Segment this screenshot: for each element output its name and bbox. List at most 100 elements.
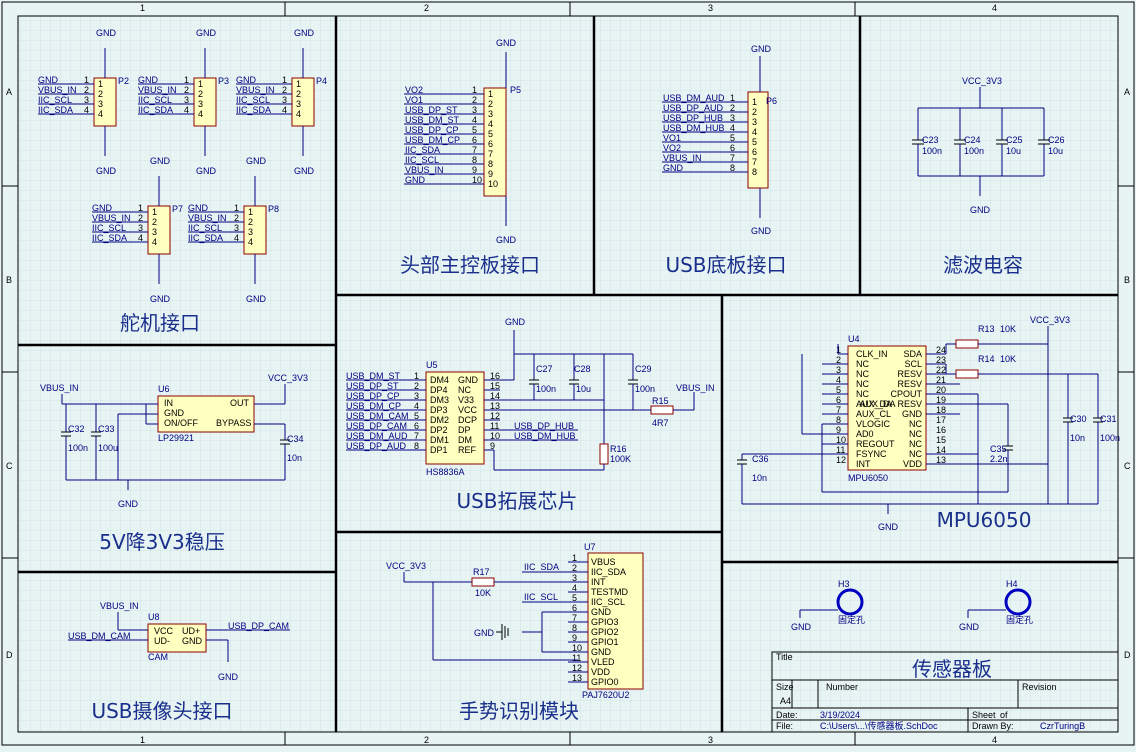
- pin-number: 13: [572, 673, 582, 683]
- section-title-gesture: 手势识别模块: [459, 699, 579, 723]
- cap-value: 100n: [964, 146, 984, 156]
- camera-u8[interactable]: U8 CAM VCC UD- UD+ GND VBUS_IN USB_DM_CA…: [68, 601, 290, 682]
- net-label: USB_DM_CAM: [346, 411, 409, 421]
- net-label: IIC_SCL: [92, 223, 126, 233]
- pin-number: 6: [414, 421, 419, 431]
- pin-number: 2: [152, 217, 157, 227]
- pin-name: DP2: [430, 425, 448, 435]
- c35-val: 2.2n: [990, 454, 1008, 464]
- u5-ref: U5: [426, 360, 438, 370]
- r14-ref: R14: [978, 354, 995, 364]
- tb-sheet-label: Sheet: [972, 710, 996, 720]
- pin-name: GPIO0: [591, 677, 619, 687]
- pin-number: 4: [98, 109, 103, 119]
- gnd-label: GND: [246, 294, 267, 304]
- gnd-label: GND: [196, 166, 217, 176]
- pin-number: 15: [490, 381, 500, 391]
- c34-ref: C34: [287, 434, 304, 444]
- pin-name: GND: [591, 607, 612, 617]
- pin-number: 19: [936, 395, 946, 405]
- pin-number: 12: [572, 663, 582, 673]
- net-label: USB_DM_HUB: [514, 431, 576, 441]
- net-label: IIC_SCL: [524, 592, 558, 602]
- pin-number: 2: [84, 85, 89, 95]
- pin-number: 15: [936, 435, 946, 445]
- pin-number: 16: [490, 371, 500, 381]
- pin-name: DP1: [430, 445, 448, 455]
- pin-number: 10: [472, 175, 482, 185]
- pin-name: VLED: [591, 657, 615, 667]
- pin-number: 4: [472, 115, 477, 125]
- net-label: IIC_SCL: [188, 223, 222, 233]
- section-title-usb-base: USB底板接口: [665, 253, 786, 277]
- pin-number: 2: [414, 381, 419, 391]
- pin-number: 6: [730, 143, 735, 153]
- net-label: GND: [236, 75, 257, 85]
- gnd-label: GND: [294, 28, 315, 38]
- net-label: IIC_SDA: [38, 105, 73, 115]
- pin-name: DCP: [458, 415, 477, 425]
- pin-number: 3: [184, 95, 189, 105]
- p6-ref: P6: [766, 96, 777, 106]
- pin-number: 4: [248, 237, 253, 247]
- r14-val: 10K: [1000, 354, 1016, 364]
- pin-number: 22: [936, 365, 946, 375]
- pin-number: 8: [752, 167, 757, 177]
- gnd-label: GND: [970, 205, 991, 215]
- pin-number: 8: [572, 623, 577, 633]
- pin-name: GPIO2: [591, 627, 619, 637]
- ldo-u6[interactable]: U6 LP29921 IN GND ON/OFF OUT BYPASS VBUS…: [40, 373, 308, 509]
- mounting-hole-h4[interactable]: H4 固定孔 GND: [959, 579, 1033, 632]
- pin-name: AUX_DA RESV: [859, 399, 922, 409]
- pin-number: 6: [836, 395, 841, 405]
- gnd-label: GND: [474, 628, 495, 638]
- pin-number: 3: [730, 113, 735, 123]
- net-label: IIC_SCL: [138, 95, 172, 105]
- pin-name: V33: [458, 395, 474, 405]
- pin-number: 6: [572, 603, 577, 613]
- pin-number: 1: [84, 75, 89, 85]
- vbus-label: VBUS_IN: [40, 383, 79, 393]
- pin-number: 4: [198, 109, 203, 119]
- pin-number: 1: [414, 371, 419, 381]
- pin-number: 23: [936, 355, 946, 365]
- pin-number: 2: [488, 99, 493, 109]
- net-label: USB_DP_ST: [346, 381, 399, 391]
- r16-val: 100K: [610, 454, 631, 464]
- pin-name: REGOUT: [856, 439, 895, 449]
- gnd-label: GND: [150, 156, 171, 166]
- c36-val: 10n: [752, 473, 767, 483]
- pin-number: 4: [572, 583, 577, 593]
- c33-ref: C33: [98, 424, 115, 434]
- pin-name: NC: [909, 449, 922, 459]
- net-label: VBUS_IN: [663, 153, 702, 163]
- mounting-hole-h3[interactable]: H3 固定孔 GND: [791, 579, 865, 632]
- r16-ref: R16: [610, 444, 627, 454]
- pin-number: 7: [472, 145, 477, 155]
- pin-number: 8: [488, 159, 493, 169]
- pin-number: 4: [488, 119, 493, 129]
- u4-part: MPU6050: [848, 473, 888, 483]
- cap-ref: C23: [922, 135, 939, 145]
- gnd-label: GND: [496, 235, 517, 245]
- c36-ref: C36: [752, 454, 769, 464]
- pin-number: 5: [472, 125, 477, 135]
- pin-number: 1: [138, 203, 143, 213]
- pin-name: NC: [909, 429, 922, 439]
- u8-ref: U8: [148, 612, 160, 622]
- pin-number: 7: [414, 431, 419, 441]
